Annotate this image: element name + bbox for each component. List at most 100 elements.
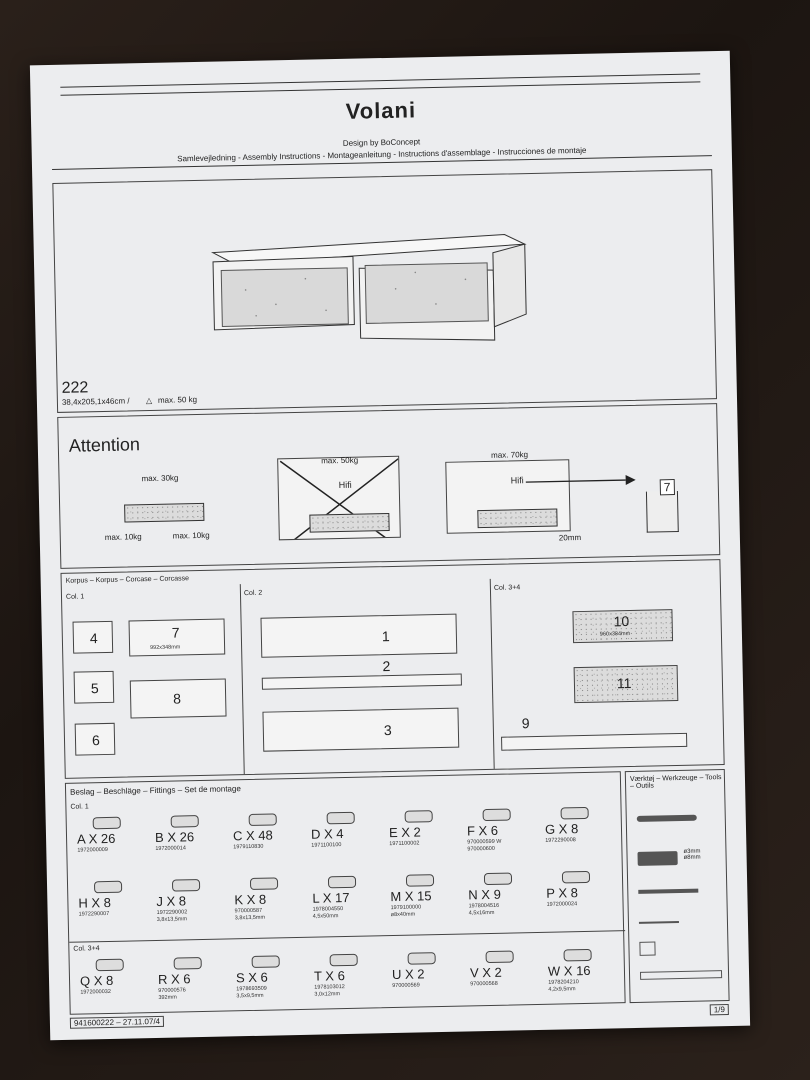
attention-title: Attention [68,434,141,456]
fitting-w-icon [563,948,592,962]
fitting-code: 1971100002 [389,840,420,848]
fitting-label: S X 6 [235,969,268,986]
fitting-label: M X 15 [390,888,432,905]
fitting-code: 970000569 [392,982,420,990]
fitting-m-icon [405,874,435,887]
fitting-f-icon [482,808,511,822]
drill-icon [637,851,678,866]
fitting-label: B X 26 [154,829,195,845]
load-left-label: max. 10kg [104,532,142,542]
fitting-code: 1978004550 [312,906,344,913]
fitting-g-icon [560,806,589,820]
fitting-code: 1979110830 [233,843,264,851]
fitting-label: G X 8 [544,821,579,837]
fitting-label: E X 2 [388,824,421,841]
korpus-col34: Col. 3+4 [493,584,521,592]
top-rule [60,73,701,88]
fitting-label: J X 8 [156,893,187,909]
fitting-n-icon [483,872,513,886]
model-number: 222 [61,379,89,397]
bin-icon [645,490,679,533]
product-dimensions: 38,4x205,1x46cm / [61,396,130,407]
fitting-code: 1979100000 [390,904,422,912]
fitting-label: P X 8 [546,885,579,901]
fitting-label: K X 8 [234,891,267,908]
fitting-label: C X 48 [232,827,273,844]
panel-1: 1 [260,613,458,658]
fitting-label: F X 6 [466,822,499,839]
panel-11: 11 [573,665,679,704]
fitting-code: 970000587 [234,907,263,915]
load-right-label: max. 10kg [172,530,210,541]
fitting-j-icon [171,879,201,892]
spirit-level-icon [639,970,723,980]
wrong-cabinet [309,513,390,533]
gap-label: 20mm [558,532,582,543]
drill-sizes: ø3mm ø8mm [683,848,701,861]
cross-out-icon [279,458,399,540]
sideboard-illustration [210,234,527,341]
fitting-code: 1972000032 [80,988,111,996]
korpus-col1: Col. 1 [65,593,85,601]
fittings-heading: Beslag – Beschläge – Fittings – Set de m… [70,784,241,797]
fitting-size: 3,0x12mm [314,991,341,998]
fittings-divider [69,930,626,943]
fitting-label: V X 2 [469,964,502,981]
fitting-code: 1972290007 [78,910,110,918]
col-divider-2 [489,578,495,769]
product-max-load: max. 50 kg [157,395,198,405]
fitting-code: 1972290002 [156,909,188,916]
fitting-v-icon [485,950,514,964]
fitting-code: 970000576 [158,987,186,994]
fitting-label: R X 6 [157,971,191,987]
load-top-label: max. 30kg [141,473,179,484]
fitting-r-icon [173,957,202,970]
fitting-h-icon [93,880,123,894]
small-cabinet-illustration [124,502,205,523]
panel-8: 8 [129,678,227,719]
fitting-code: 1971100100 [311,842,342,849]
panel-7: 7 992x348mm [128,618,226,657]
screwdriver-icon [636,814,697,822]
product-title: Volani [345,97,417,124]
panel-2: 2 [261,658,462,690]
panel-6: 6 [74,722,116,756]
page-number: 1/9 [709,1004,730,1016]
fitting-q-icon [95,958,124,972]
panel-3: 3 [262,707,460,752]
fitting-size: 970000600 [467,845,495,853]
fitting-code: 970000599 W [467,838,502,846]
hifi-label-wrong: Hifi [338,479,352,491]
tools-heading: Værktøj – Werkzeuge – Tools – Outils [629,774,722,791]
fitting-a-icon [92,816,121,830]
panel-5: 5 [73,670,115,704]
fitting-code: 1978693509 [236,985,267,993]
fitting-l-icon [327,875,357,889]
fittings-col34: Col. 3+4 [73,945,100,953]
hammer-icon [638,888,699,894]
glue-icon [639,941,656,956]
fitting-label: H X 8 [78,894,112,911]
fitting-code: 1972000014 [155,845,186,852]
fitting-size: 4,5x50mm [312,913,339,920]
fitting-code: 970000568 [470,980,498,988]
fittings-panel: Beslag – Beschläge – Fittings – Set de m… [64,771,626,1015]
pencil-icon [638,921,679,924]
fitting-t-icon [329,953,358,967]
fitting-code: 1978004516 [468,902,500,910]
korpus-panel: Korpus – Korpus – Corcase – Corcasse Col… [60,559,725,779]
fitting-size: 3,5x9,5mm [236,992,264,1000]
fitting-d-icon [326,811,355,825]
fitting-c-icon [248,813,277,827]
fitting-label: A X 26 [76,830,116,847]
fitting-size: 3,8x13,5mm [234,914,266,922]
korpus-col2: Col. 2 [243,589,263,598]
panel-9: 9 [501,715,688,751]
wrong-placement-panel: Hifi [277,455,401,541]
fitting-size: 4,2x9,5mm [548,986,576,993]
wrong-load-label: max. 50kg [321,455,359,466]
hifi-label-correct: Hifi [510,475,524,486]
fitting-size: 3,8x13,5mm [156,916,188,923]
fitting-e-icon [404,810,433,823]
fitting-label: W X 16 [547,962,591,979]
